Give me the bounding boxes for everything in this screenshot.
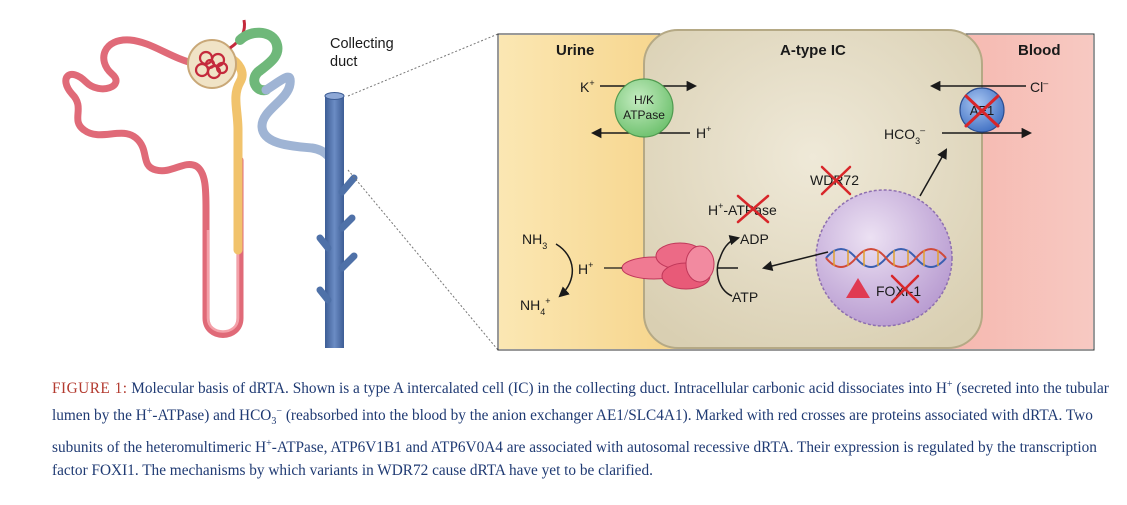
- nh3-label: NH3: [522, 231, 547, 251]
- h-atpase-complex: [621, 242, 715, 290]
- atp-adp-arrow: [716, 234, 741, 297]
- cl-ion-label: Cl–: [1030, 78, 1048, 95]
- nh4-label: NH4+: [520, 296, 551, 317]
- transcription-factor-triangle-icon: [846, 278, 870, 298]
- hk-atpase-label-line1: H/K: [634, 93, 654, 107]
- adp-label: ADP: [740, 231, 769, 247]
- collecting-duct: [325, 96, 344, 348]
- h-out-label: H+: [696, 124, 711, 141]
- nucleus: [815, 189, 953, 327]
- thick-ascending-limb: [225, 53, 247, 255]
- hk-atpase: [614, 78, 674, 138]
- wdr72-red-cross: [820, 165, 852, 196]
- nucleus-to-atpase-arrow: [761, 251, 829, 272]
- glomerulus: [194, 50, 229, 80]
- figure-caption: FIGURE 1: Molecular basis of dRTA. Shown…: [52, 379, 1109, 479]
- duct-branches: [316, 174, 358, 304]
- h-lumen-label: H+: [578, 260, 593, 277]
- connecting-tubule: [257, 72, 339, 175]
- drta-figure: Collecting duct Urine A-type IC Blood K+…: [62, 19, 1095, 351]
- urine-header: Urine: [556, 42, 594, 59]
- hk-atpase-label-line2: ATPase: [623, 108, 665, 122]
- k-ion-label: K+: [580, 78, 595, 95]
- zoom-line-bottom: [347, 169, 499, 351]
- blood-header: Blood: [1018, 42, 1061, 59]
- nucleus-to-ae1-arrow: [919, 148, 948, 197]
- figure-label: FIGURE 1:: [52, 380, 128, 398]
- nh3-nh4-arrow: [555, 243, 574, 298]
- nephron-illustration: Collecting duct: [62, 19, 499, 351]
- collecting-duct-top: [324, 92, 345, 100]
- proximal-tubule: [62, 36, 244, 338]
- h-atpase-red-cross: [736, 194, 770, 224]
- zoom-line-top: [347, 33, 499, 97]
- distal-tubule: [235, 27, 283, 96]
- collecting-duct-label-line2: duct: [330, 54, 357, 70]
- cell-panel: Urine A-type IC Blood K+ H/K ATPase H+ C…: [497, 29, 1095, 351]
- cell-header: A-type IC: [780, 42, 846, 59]
- dna-helix: [825, 248, 947, 268]
- thin-limb: [206, 230, 240, 333]
- ae1-red-cross: [964, 94, 1000, 128]
- foxi1-red-cross: [890, 274, 920, 304]
- atp-label: ATP: [732, 289, 758, 305]
- bowman-capsule: [187, 39, 237, 89]
- hco3-label: HCO3–: [884, 125, 925, 146]
- collecting-duct-label-line1: Collecting: [330, 36, 394, 52]
